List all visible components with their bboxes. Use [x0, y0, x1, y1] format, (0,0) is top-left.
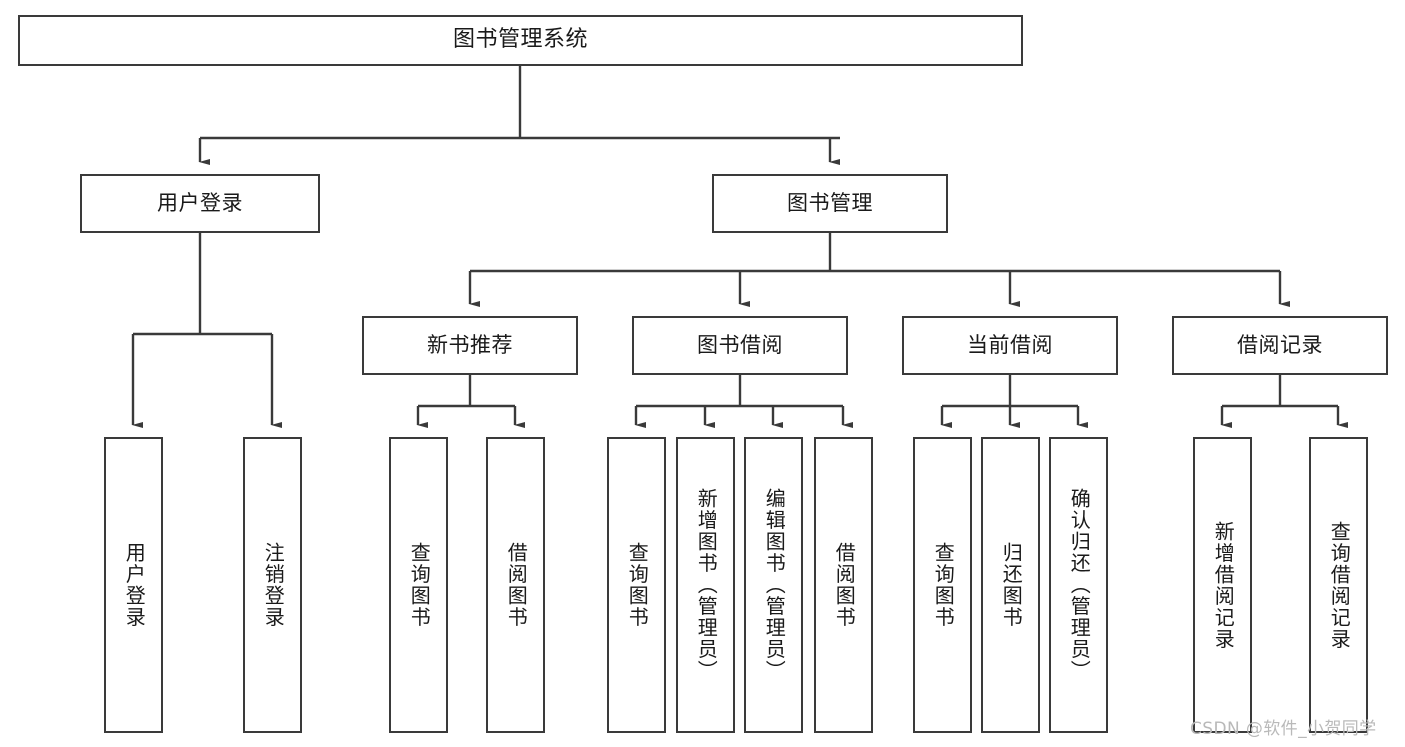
node-book-management[interactable]: 图书管理	[712, 174, 948, 233]
leaf-user-login-login[interactable]: 用户登录	[104, 437, 163, 733]
node-label: 借阅图书	[504, 542, 529, 628]
node-label: 图书借阅	[697, 332, 783, 357]
node-label: 查询图书	[931, 542, 956, 628]
leaf-current-borrow-query-book[interactable]: 查询图书	[913, 437, 972, 733]
node-book-borrow[interactable]: 图书借阅	[632, 316, 848, 375]
csdn-watermark: CSDN @软件_小贺同学	[1190, 719, 1377, 739]
leaf-book-borrow-query-book[interactable]: 查询图书	[607, 437, 666, 733]
node-label: 确认归还（管理员）	[1067, 488, 1092, 682]
node-label: 用户登录	[157, 190, 243, 215]
leaf-book-borrow-edit-book-admin[interactable]: 编辑图书（管理员）	[744, 437, 803, 733]
node-label: 新书推荐	[427, 332, 513, 357]
leaf-user-login-logout[interactable]: 注销登录	[243, 437, 302, 733]
leaf-borrow-records-add-record[interactable]: 新增借阅记录	[1193, 437, 1252, 733]
node-label: 图书管理系统	[452, 27, 588, 53]
node-label: 图书管理	[787, 190, 873, 215]
node-label: 新增借阅记录	[1211, 520, 1236, 650]
leaf-borrow-records-query-record[interactable]: 查询借阅记录	[1309, 437, 1368, 733]
node-label: 注销登录	[261, 542, 286, 628]
node-label: 查询图书	[625, 542, 650, 628]
node-label: 当前借阅	[967, 332, 1053, 357]
node-label: 归还图书	[999, 542, 1024, 628]
leaf-current-borrow-return-book[interactable]: 归还图书	[981, 437, 1040, 733]
node-label: 查询借阅记录	[1327, 520, 1352, 650]
leaf-book-borrow-add-book-admin[interactable]: 新增图书（管理员）	[676, 437, 735, 733]
leaf-current-borrow-confirm-return-admin[interactable]: 确认归还（管理员）	[1049, 437, 1108, 733]
leaf-new-book-borrow-book[interactable]: 借阅图书	[486, 437, 545, 733]
node-user-login[interactable]: 用户登录	[80, 174, 320, 233]
node-new-book-recommend[interactable]: 新书推荐	[362, 316, 578, 375]
node-current-borrow[interactable]: 当前借阅	[902, 316, 1118, 375]
node-label: 用户登录	[122, 542, 147, 628]
node-label: 新增图书（管理员）	[694, 488, 719, 682]
node-label: 编辑图书（管理员）	[762, 488, 787, 682]
leaf-book-borrow-borrow-book[interactable]: 借阅图书	[814, 437, 873, 733]
node-label: 查询图书	[407, 542, 432, 628]
node-label: 借阅记录	[1237, 332, 1323, 357]
node-label: 借阅图书	[832, 542, 857, 628]
node-root-book-management-system[interactable]: 图书管理系统	[18, 15, 1023, 66]
leaf-new-book-query-book[interactable]: 查询图书	[389, 437, 448, 733]
node-borrow-records[interactable]: 借阅记录	[1172, 316, 1388, 375]
